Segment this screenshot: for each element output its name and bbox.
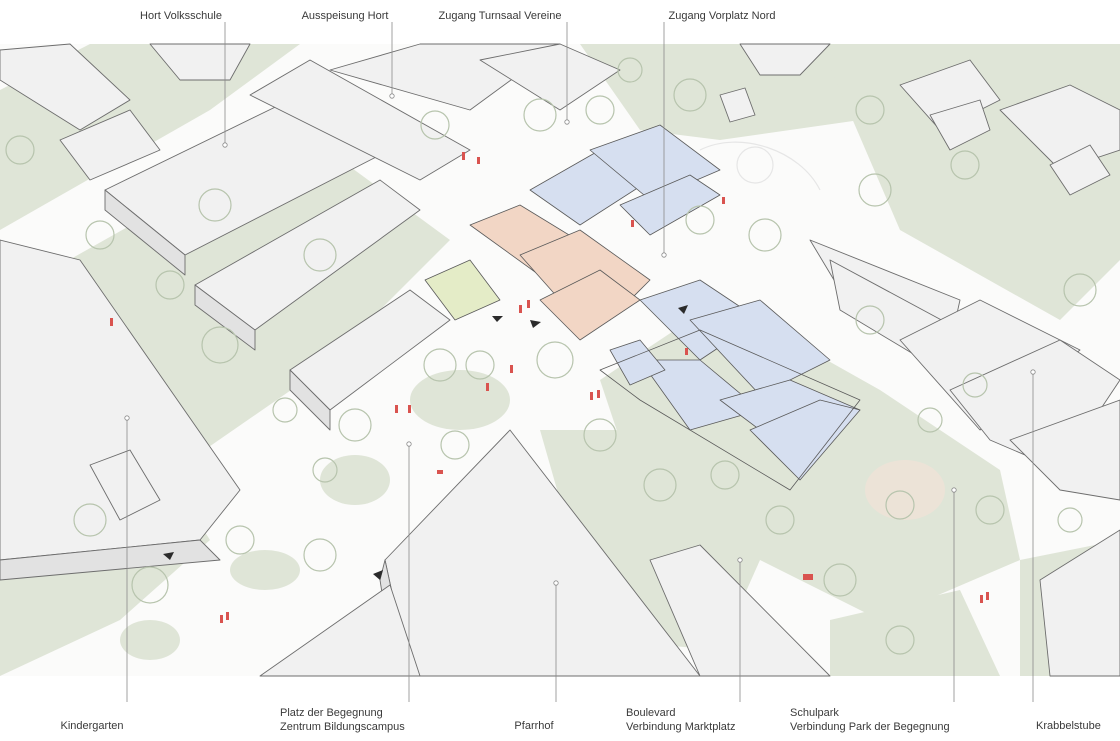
label-schulpark-line1: Schulpark: [790, 707, 839, 719]
label-zugang-turnsaal-vereine: Zugang Turnsaal Vereine: [438, 10, 562, 22]
label-ausspeisung-hort: Ausspeisung Hort: [301, 10, 389, 22]
new-school-building: [424, 124, 861, 491]
label-zugang-vorplatz-nord: Zugang Vorplatz Nord: [668, 10, 776, 22]
label-pfarrhof: Pfarrhof: [514, 719, 553, 733]
entrance-markers: [163, 305, 688, 580]
label-schulpark: Schulpark Verbindung Park der Begegnung: [790, 706, 950, 734]
existing-buildings: [0, 43, 1120, 677]
label-krabbelstube: Krabbelstube: [1036, 719, 1101, 733]
roads: [699, 141, 821, 191]
people-figures: [110, 152, 989, 623]
leader-lines: [124, 22, 1036, 702]
label-boulevard: Boulevard Verbindung Marktplatz: [626, 706, 735, 734]
label-boulevard-line2: Verbindung Marktplatz: [626, 721, 736, 733]
label-platz-der-begegnung: Platz der Begegnung Zentrum Bildungscamp…: [280, 706, 405, 734]
label-kindergarten-line1: Kindergarten: [60, 720, 124, 732]
label-platz-line1: Platz der Begegnung: [280, 707, 383, 719]
label-kindergarten: Kindergarten: [61, 719, 124, 733]
label-boulevard-line1: Boulevard: [626, 707, 676, 719]
label-hort-volksschule: Hort Volksschule: [140, 10, 222, 22]
label-schulpark-line2: Verbindung Park der Begegnung: [790, 721, 950, 733]
label-krabbelstube-line1: Krabbelstube: [1036, 720, 1101, 732]
trees: [5, 57, 1097, 655]
label-pfarrhof-line1: Pfarrhof: [514, 720, 554, 732]
label-platz-line2: Zentrum Bildungscampus: [280, 721, 405, 733]
